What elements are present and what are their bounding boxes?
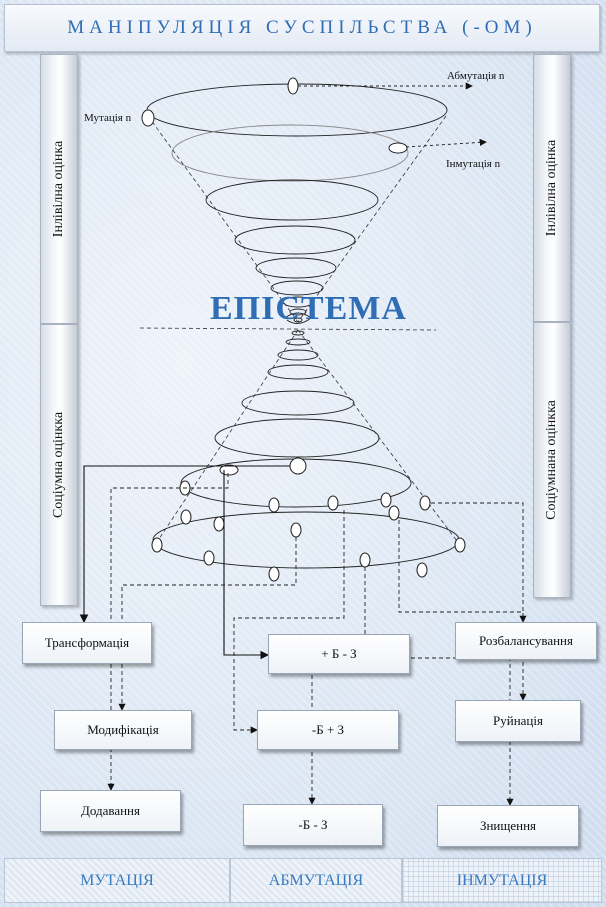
lower-ring-8 (152, 511, 460, 569)
right-panel-social: Соціумнана оцінкка (533, 322, 571, 598)
page-title: МАНІПУЛЯЦІЯ СУСПІЛЬСТВА (-ОМ) (67, 17, 537, 38)
upper-ring-2 (171, 124, 409, 182)
upper-ring-3 (205, 179, 379, 221)
box-ruination: Руйнація (455, 700, 581, 742)
inmutation-n-label: Інмутація n (446, 158, 501, 170)
box-destruction: Знищення (437, 805, 579, 847)
mutation-n-label: Мутація n (84, 112, 132, 124)
box-minus-b-minus-z: -Б - З (243, 804, 383, 846)
lower-ring-4 (267, 364, 329, 380)
epistema-title: ЕПІСТЕМА (210, 290, 407, 327)
lower-ring-2 (285, 338, 311, 346)
box-modification: Модифікація (54, 710, 192, 750)
title-bar: МАНІПУЛЯЦІЯ СУСПІЛЬСТВА (-ОМ) (4, 4, 600, 52)
left-panel-social: Соціумна оцінкка (40, 324, 78, 606)
lower-ring-5 (241, 390, 355, 416)
lower-ring-6 (214, 418, 380, 458)
upper-ring-6 (270, 280, 324, 296)
lower-ring-3 (277, 349, 319, 361)
upper-ring-8 (289, 308, 307, 316)
upper-ring-7 (282, 296, 314, 308)
lower-ring-1 (291, 330, 305, 336)
right-panel-individual: Інлівілна оцінка (533, 54, 571, 322)
left-panel-individual: Інлівілна оцінка (40, 54, 78, 324)
box-addition: Додавання (40, 790, 181, 832)
abmutation-n-label: Абмутація n (447, 70, 505, 82)
tab-abmutation[interactable]: АБМУТАЦІЯ (230, 858, 402, 903)
box-disbalancing: Розбалансування (455, 622, 597, 660)
box-plus-b-minus-z: + Б - З (268, 634, 410, 674)
tab-inmutation[interactable]: ІНМУТАЦІЯ (402, 858, 602, 903)
box-minus-b-plus-z: -Б + З (257, 710, 399, 750)
upper-ring-5 (255, 257, 337, 279)
epistema-line (139, 327, 437, 331)
tab-mutation[interactable]: МУТАЦІЯ (4, 858, 230, 903)
box-transformation: Трансформація (22, 622, 152, 664)
upper-ring-4 (234, 225, 356, 255)
